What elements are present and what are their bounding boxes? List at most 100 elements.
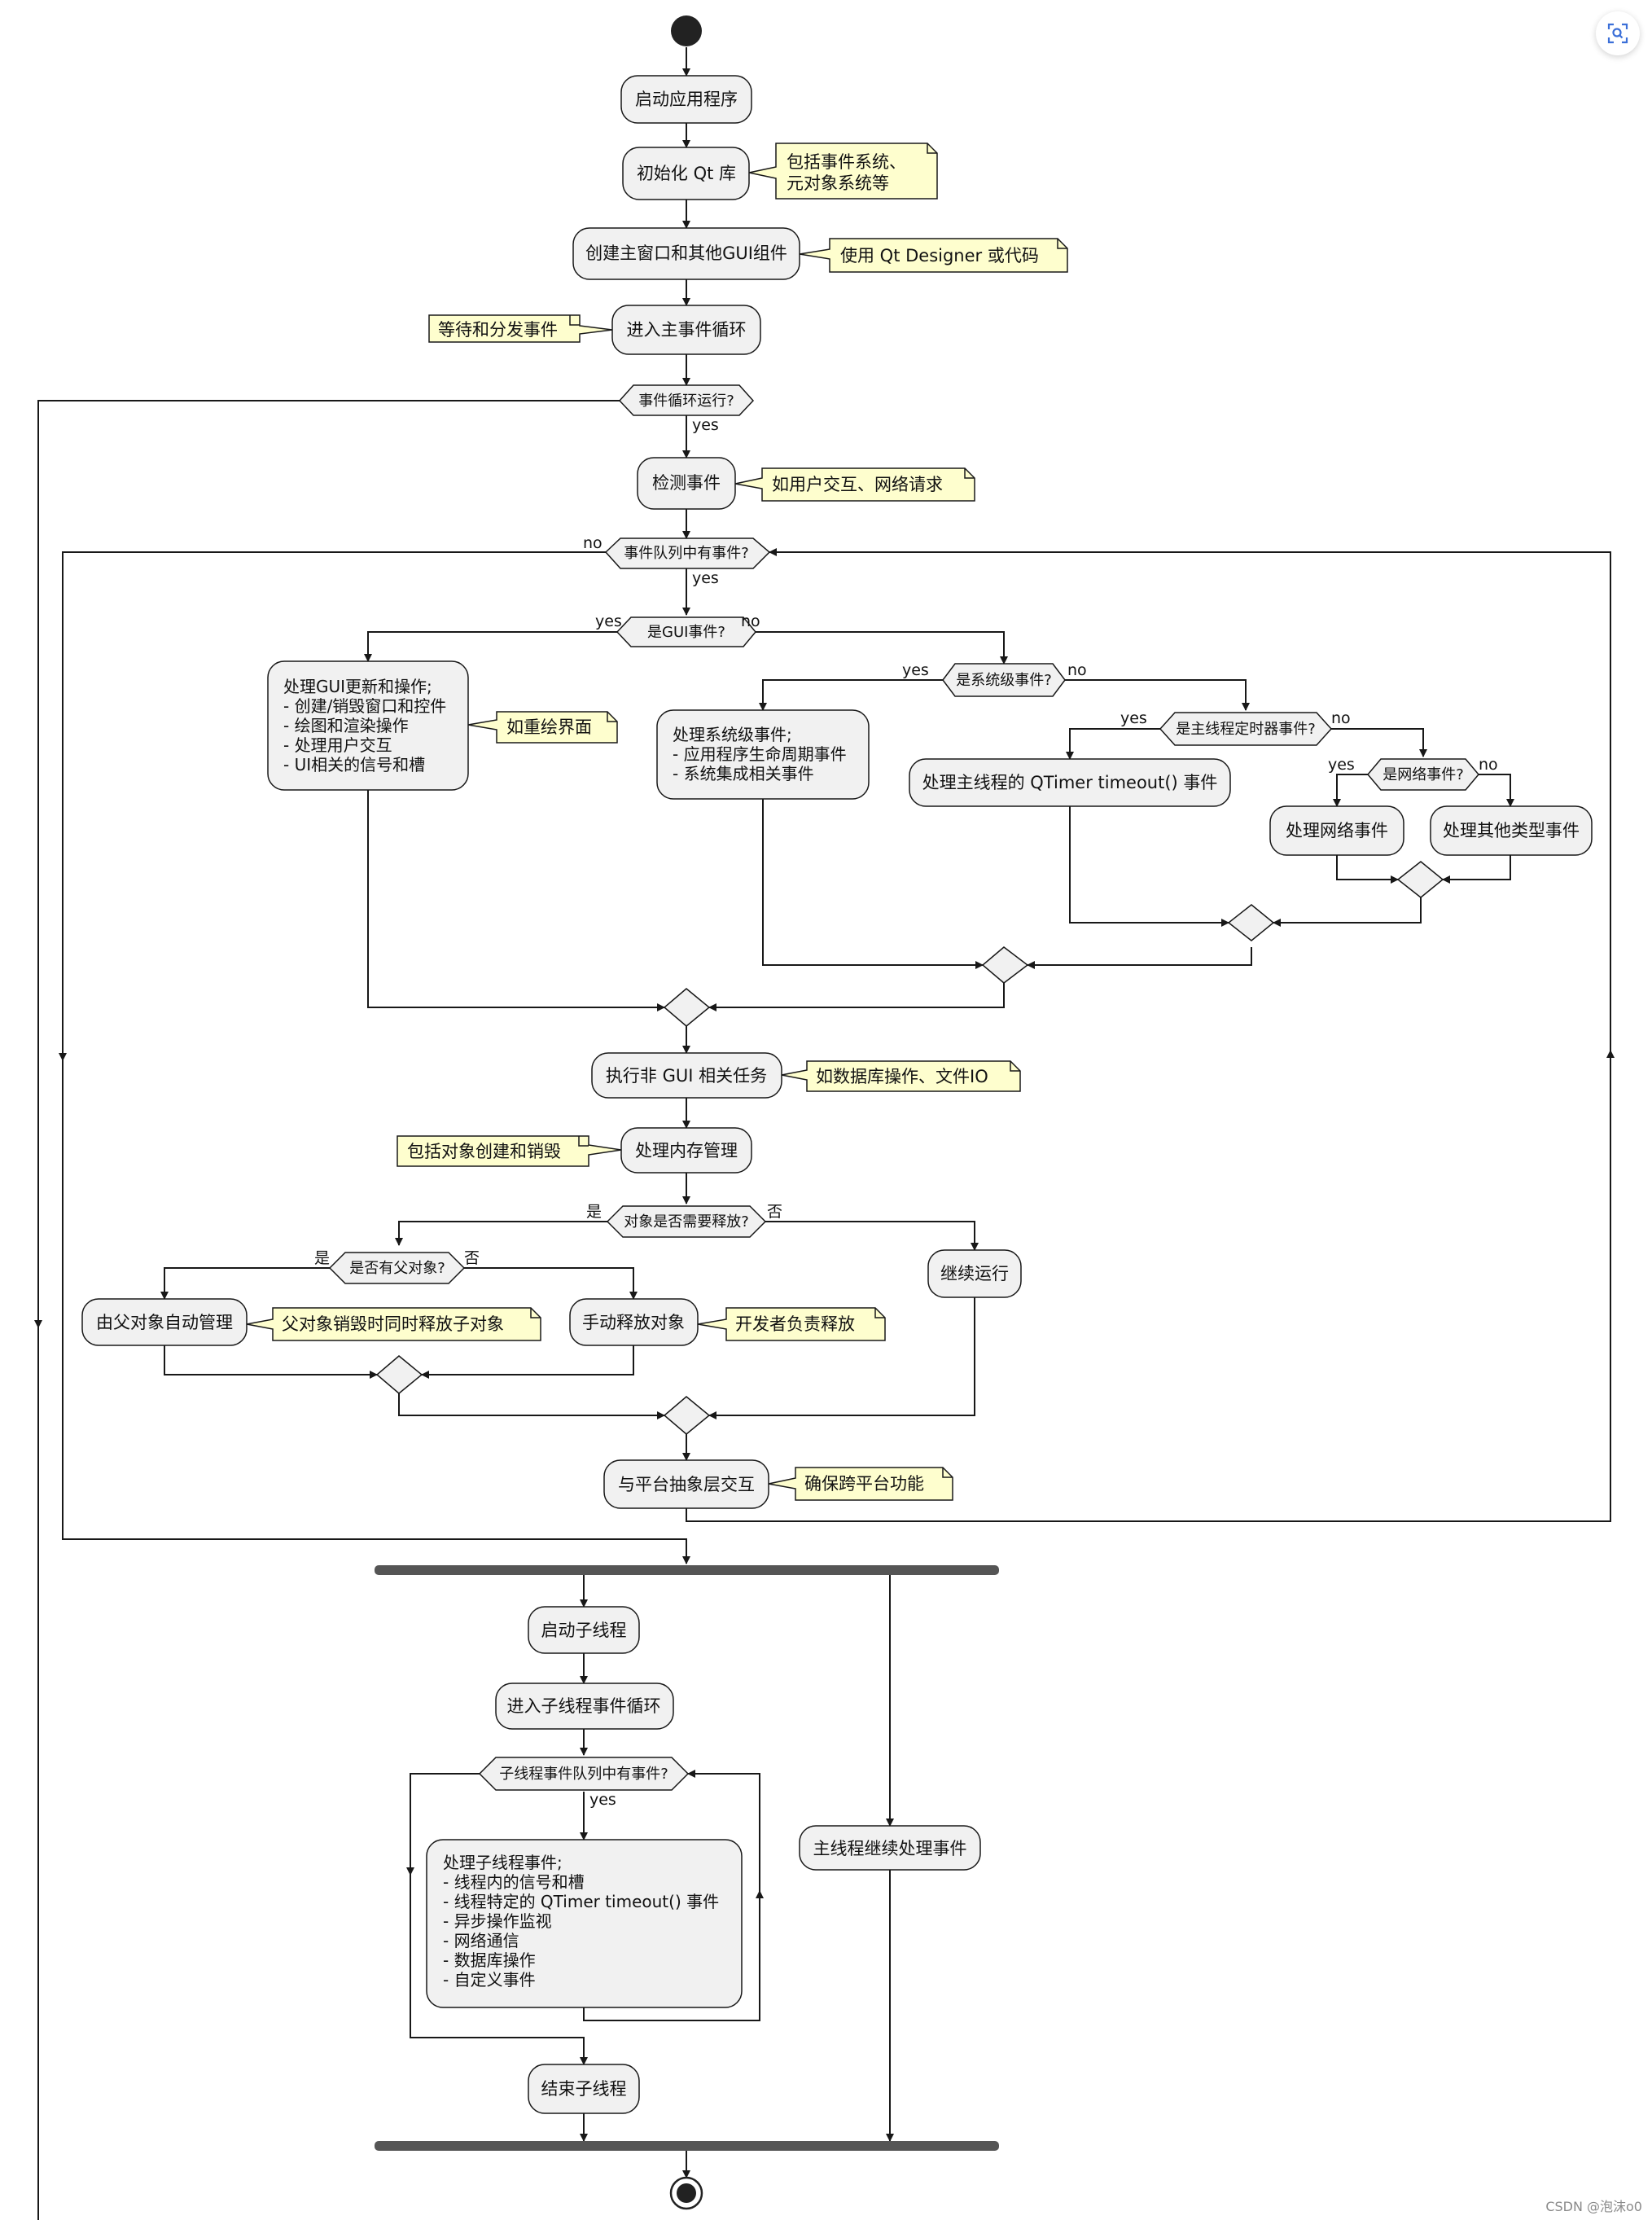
note-create-windows	[799, 238, 1068, 273]
branch-label-no: no	[583, 534, 603, 552]
branch-label-yes: yes	[692, 569, 719, 587]
note-gui-handling-label: 如重绘界面	[506, 717, 592, 737]
action-timer-handling-label: 处理主线程的 QTimer timeout() 事件	[922, 773, 1218, 792]
note-platform-interact-label: 确保跨平台功能	[804, 1474, 924, 1494]
child-handling-line: - 数据库操作	[443, 1950, 536, 1970]
action-end-child-thread-label: 结束子线程	[541, 2079, 627, 2099]
system-handling-line: 处理系统级事件;	[673, 725, 792, 744]
action-init-qt	[622, 147, 750, 200]
decision-child-queue-label: 子线程事件队列中有事件?	[499, 1766, 668, 1783]
action-main-continue	[799, 1825, 981, 1871]
action-system-handling	[656, 709, 870, 800]
action-main-continue-label: 主线程继续处理事件	[813, 1839, 967, 1858]
action-start-app	[620, 75, 752, 124]
decision-is-timer-label: 是主线程定时器事件?	[1176, 721, 1316, 738]
child-handling-line: - 异步操作监视	[443, 1911, 552, 1931]
decision-loop-running	[618, 384, 755, 416]
decision-is-gui-label: 是GUI事件?	[647, 624, 725, 641]
action-continue-run-label: 继续运行	[940, 1264, 1009, 1283]
note-detect-events-label: 如用户交互、网络请求	[772, 475, 943, 494]
decision-queue-has-events	[604, 537, 771, 569]
action-end-child-thread	[528, 2064, 640, 2114]
branch-label-fou: 否	[767, 1203, 782, 1221]
note-enter-loop-label: 等待和分发事件	[438, 320, 558, 340]
gui-handling-line: 处理GUI更新和操作;	[283, 677, 432, 696]
scan-icon	[1607, 23, 1628, 44]
action-other-handling	[1430, 805, 1593, 856]
decision-loop-running-label: 事件循环运行?	[638, 393, 734, 410]
branch-label-shi: 是	[586, 1203, 602, 1221]
action-network-handling	[1269, 805, 1404, 856]
scan-button[interactable]	[1596, 11, 1640, 55]
gui-handling-line: - 处理用户交互	[283, 735, 392, 755]
merge-diamond	[981, 946, 1029, 984]
system-handling-line: - 系统集成相关事件	[673, 764, 814, 783]
branch-label-yes: yes	[595, 612, 622, 630]
action-detect-events-label: 检测事件	[652, 473, 721, 493]
action-init-qt-label: 初始化 Qt 库	[637, 164, 736, 183]
action-child-handling	[426, 1839, 743, 2008]
decision-has-parent-label: 是否有父对象?	[349, 1260, 445, 1277]
note-platform-interact	[768, 1467, 953, 1501]
decision-needs-release-label: 对象是否需要释放?	[624, 1213, 749, 1231]
decision-is-network	[1367, 758, 1479, 791]
child-handling-line: - 线程内的信号和槽	[443, 1872, 585, 1892]
note-non-gui-tasks-label: 如数据库操作、文件IO	[816, 1067, 988, 1086]
branch-label-no: no	[1479, 756, 1498, 774]
decision-is-network-label: 是网络事件?	[1383, 766, 1464, 783]
action-start-child-thread-label: 启动子线程	[541, 1621, 627, 1640]
system-handling-line: - 应用程序生命周期事件	[673, 744, 847, 764]
child-handling-line: - 网络通信	[443, 1931, 519, 1950]
watermark: CSDN @泡沫o0	[1545, 2199, 1642, 2214]
gui-handling-line: - 创建/销毁窗口和控件	[283, 696, 446, 716]
action-enter-child-loop-label: 进入子线程事件循环	[507, 1696, 661, 1716]
note-manual-release	[697, 1307, 886, 1341]
note-gui-handling	[467, 711, 618, 744]
branch-label-yes: yes	[692, 416, 719, 434]
action-start-app-label: 启动应用程序	[635, 90, 738, 109]
action-parent-managed-label: 由父对象自动管理	[96, 1313, 233, 1332]
note-create-windows-label: 使用 Qt Designer 或代码	[840, 246, 1039, 265]
decision-child-queue	[478, 1757, 690, 1791]
branch-label-yes: yes	[589, 1791, 616, 1809]
note-init-qt-line: 元对象系统等	[787, 173, 889, 193]
action-create-windows-label: 创建主窗口和其他GUI组件	[585, 243, 787, 263]
note-detect-events	[734, 467, 975, 502]
connectors	[37, 47, 1611, 2220]
action-platform-interact-label: 与平台抽象层交互	[618, 1475, 755, 1494]
branch-label-fou: 否	[464, 1249, 480, 1267]
action-other-handling-label: 处理其他类型事件	[1443, 821, 1580, 840]
note-parent-managed-label: 父对象销毁时同时释放子对象	[282, 1314, 504, 1334]
child-handling-line: - 自定义事件	[443, 1970, 536, 1990]
action-manual-release	[569, 1298, 699, 1346]
action-manual-release-label: 手动释放对象	[582, 1313, 685, 1332]
gui-handling-line: - 绘图和渲染操作	[283, 716, 409, 735]
direction-arrows	[34, 1018, 1615, 1938]
decision-queue-has-events-label: 事件队列中有事件?	[624, 545, 749, 562]
start-node	[671, 15, 702, 46]
branch-label-no: no	[1067, 661, 1087, 679]
decision-needs-release	[606, 1205, 767, 1238]
end-node-core	[677, 2183, 696, 2203]
action-continue-run	[927, 1249, 1022, 1298]
merge-diamond	[663, 1396, 711, 1435]
gui-handling-line: - UI相关的信号和槽	[283, 755, 425, 774]
fork-bar	[375, 1565, 999, 1575]
action-non-gui-tasks-label: 执行非 GUI 相关任务	[606, 1066, 767, 1086]
child-handling-line: 处理子线程事件;	[443, 1853, 563, 1872]
join-bar	[375, 2141, 999, 2151]
action-parent-managed	[81, 1298, 248, 1346]
note-init-qt	[748, 143, 938, 200]
merge-diamond	[1396, 861, 1444, 898]
note-init-qt-line: 包括事件系统、	[787, 152, 906, 172]
action-start-child-thread	[528, 1606, 640, 1654]
merge-diamond	[1227, 904, 1275, 941]
branch-label-yes: yes	[902, 661, 929, 679]
action-enter-loop-label: 进入主事件循环	[627, 320, 747, 340]
action-timer-handling	[909, 758, 1231, 807]
decision-is-system	[942, 663, 1066, 697]
action-enter-child-loop	[495, 1683, 674, 1730]
note-parent-managed	[246, 1307, 541, 1341]
action-network-handling-label: 处理网络事件	[1286, 821, 1388, 840]
